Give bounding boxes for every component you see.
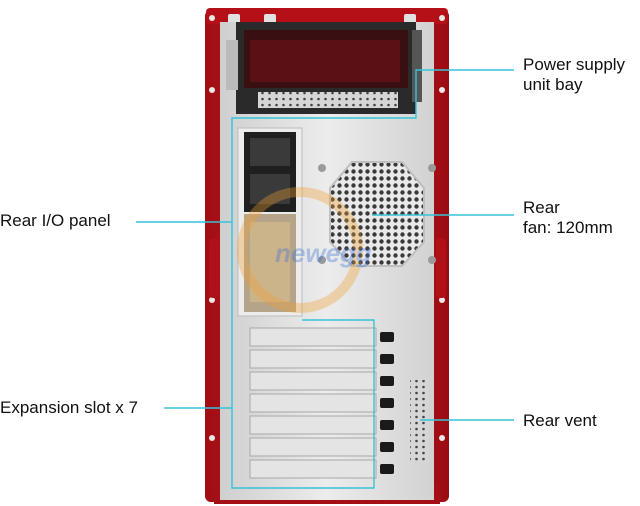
slot-thumbscrew-icon	[380, 332, 394, 342]
expansion-slot-cover	[249, 393, 377, 413]
rear-fan-label-line2: fan: 120mm	[523, 218, 613, 237]
fan-grille	[318, 161, 436, 267]
rear-vent	[410, 380, 428, 462]
rear-io-label: Rear I/O panel	[0, 211, 111, 230]
psu-callout-line	[231, 69, 514, 489]
rear-fan-label-line1: Rear	[523, 198, 560, 217]
expansion-slot-cover	[249, 349, 377, 369]
watermark: newegg	[237, 187, 372, 313]
slot-thumbscrew-icon	[380, 354, 394, 364]
rear-vent-label: Rear vent	[523, 411, 597, 430]
psu-bay-label-line2: unit bay	[523, 75, 583, 94]
slot-thumbscrew-icon	[380, 398, 394, 408]
slot-thumbscrew-icon	[380, 376, 394, 386]
io-panel	[237, 127, 303, 317]
expansion-slot-cover	[249, 415, 377, 435]
psu-bay-label-line1: Power supply	[523, 55, 626, 74]
rear-fan-label: Rear fan: 120mm	[523, 198, 613, 238]
watermark-text: newegg	[275, 238, 372, 268]
slot-thumbscrew-icon	[380, 464, 394, 474]
expansion-slot-cover	[249, 327, 377, 347]
slot-thumbscrew-icon	[380, 442, 394, 452]
expansion-slot-cover	[249, 437, 377, 457]
slot-thumbscrew-icon	[380, 420, 394, 430]
psu-bay-label: Power supply unit bay	[523, 55, 625, 95]
expansion-slot-cover	[249, 371, 377, 391]
expansion-slot-cover	[249, 459, 377, 479]
callout-lines	[136, 69, 514, 489]
expansion-slots	[249, 327, 394, 479]
psu-bay	[226, 22, 422, 114]
expansion-slot-label: Expansion slot x 7	[0, 398, 138, 417]
